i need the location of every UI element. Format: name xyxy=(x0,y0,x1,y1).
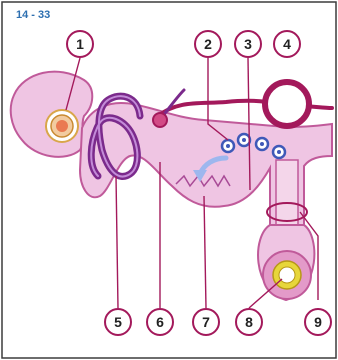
callout-2: 2 xyxy=(195,31,221,57)
vessel-ring xyxy=(265,82,309,126)
callout-1: 1 xyxy=(67,31,93,57)
leader-5 xyxy=(116,176,118,308)
callout-5: 5 xyxy=(105,309,131,335)
callout-4-label: 4 xyxy=(283,36,291,52)
callout-8: 8 xyxy=(236,309,262,335)
callout-3-label: 3 xyxy=(244,36,252,52)
blue-cell-core xyxy=(226,144,230,148)
follicle-core xyxy=(56,120,68,132)
lower-follicle-core xyxy=(279,267,295,283)
callout-1-label: 1 xyxy=(76,36,84,52)
leader-7 xyxy=(204,196,206,308)
callout-2-label: 2 xyxy=(204,36,212,52)
figure-id: 14 - 33 xyxy=(16,9,50,21)
callout-6: 6 xyxy=(147,309,173,335)
blue-cell-core xyxy=(277,150,281,154)
callout-7-label: 7 xyxy=(202,314,210,330)
callout-9-label: 9 xyxy=(314,314,322,330)
callout-6-label: 6 xyxy=(156,314,164,330)
blue-cell-core xyxy=(260,142,264,146)
callout-7: 7 xyxy=(193,309,219,335)
callout-9: 9 xyxy=(305,309,331,335)
callout-5-label: 5 xyxy=(114,314,122,330)
callout-8-label: 8 xyxy=(245,314,253,330)
vessel-knot xyxy=(153,113,167,127)
blue-cell-core xyxy=(242,138,246,142)
callout-3: 3 xyxy=(235,31,261,57)
callout-4: 4 xyxy=(274,31,300,57)
